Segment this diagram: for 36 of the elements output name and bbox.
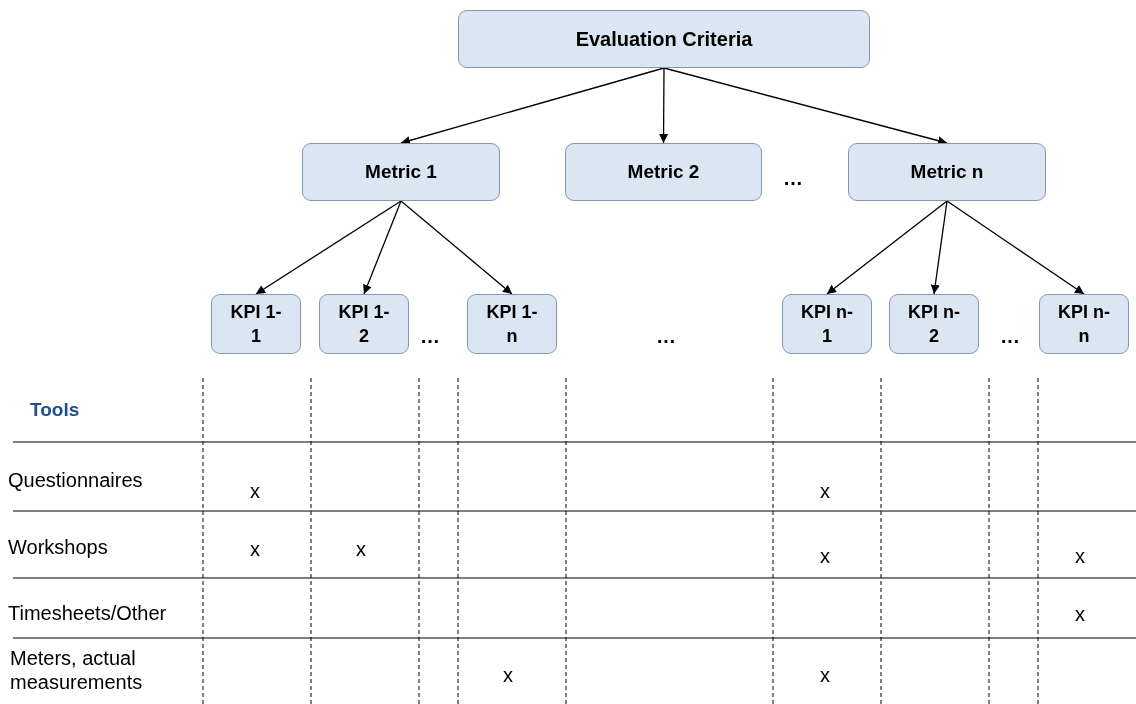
cell-mark: x (356, 537, 366, 561)
arrow (930, 200, 948, 295)
column-heading: Tools (30, 398, 80, 422)
arrow (659, 67, 669, 144)
row-label: Workshops (8, 535, 108, 559)
ellipsis: … (656, 324, 676, 348)
metric-box: Metric 2 (565, 143, 762, 201)
kpi-box: KPI n-2 (889, 294, 979, 354)
kpi-box: KPI n-n (1039, 294, 1129, 354)
arrow (363, 200, 402, 295)
cell-mark: x (820, 544, 830, 568)
row-label: Timesheets/Other (8, 601, 167, 625)
arrow (400, 200, 513, 295)
ellipsis: … (783, 166, 803, 190)
row-label: Meters, actual measurements (10, 646, 144, 694)
cell-mark: x (250, 537, 260, 561)
kpi-box: KPI n-1 (782, 294, 872, 354)
metric-box: Metric n (848, 143, 1046, 201)
cell-mark: x (820, 663, 830, 687)
metric-box: Metric 1 (302, 143, 500, 201)
arrow (826, 200, 948, 295)
arrow (946, 200, 1085, 295)
cell-mark: x (503, 663, 513, 687)
cell-mark: x (820, 479, 830, 503)
ellipsis: … (1000, 324, 1020, 348)
criteria-box: Evaluation Criteria (458, 10, 870, 68)
cell-mark: x (250, 479, 260, 503)
cell-mark: x (1075, 602, 1085, 626)
arrow (255, 200, 402, 295)
row-label: Questionnaires (8, 468, 143, 492)
kpi-box: KPI 1-2 (319, 294, 409, 354)
ellipsis: … (420, 324, 440, 348)
cell-mark: x (1075, 544, 1085, 568)
kpi-box: KPI 1-n (467, 294, 557, 354)
kpi-box: KPI 1-1 (211, 294, 301, 354)
arrow (400, 67, 665, 145)
